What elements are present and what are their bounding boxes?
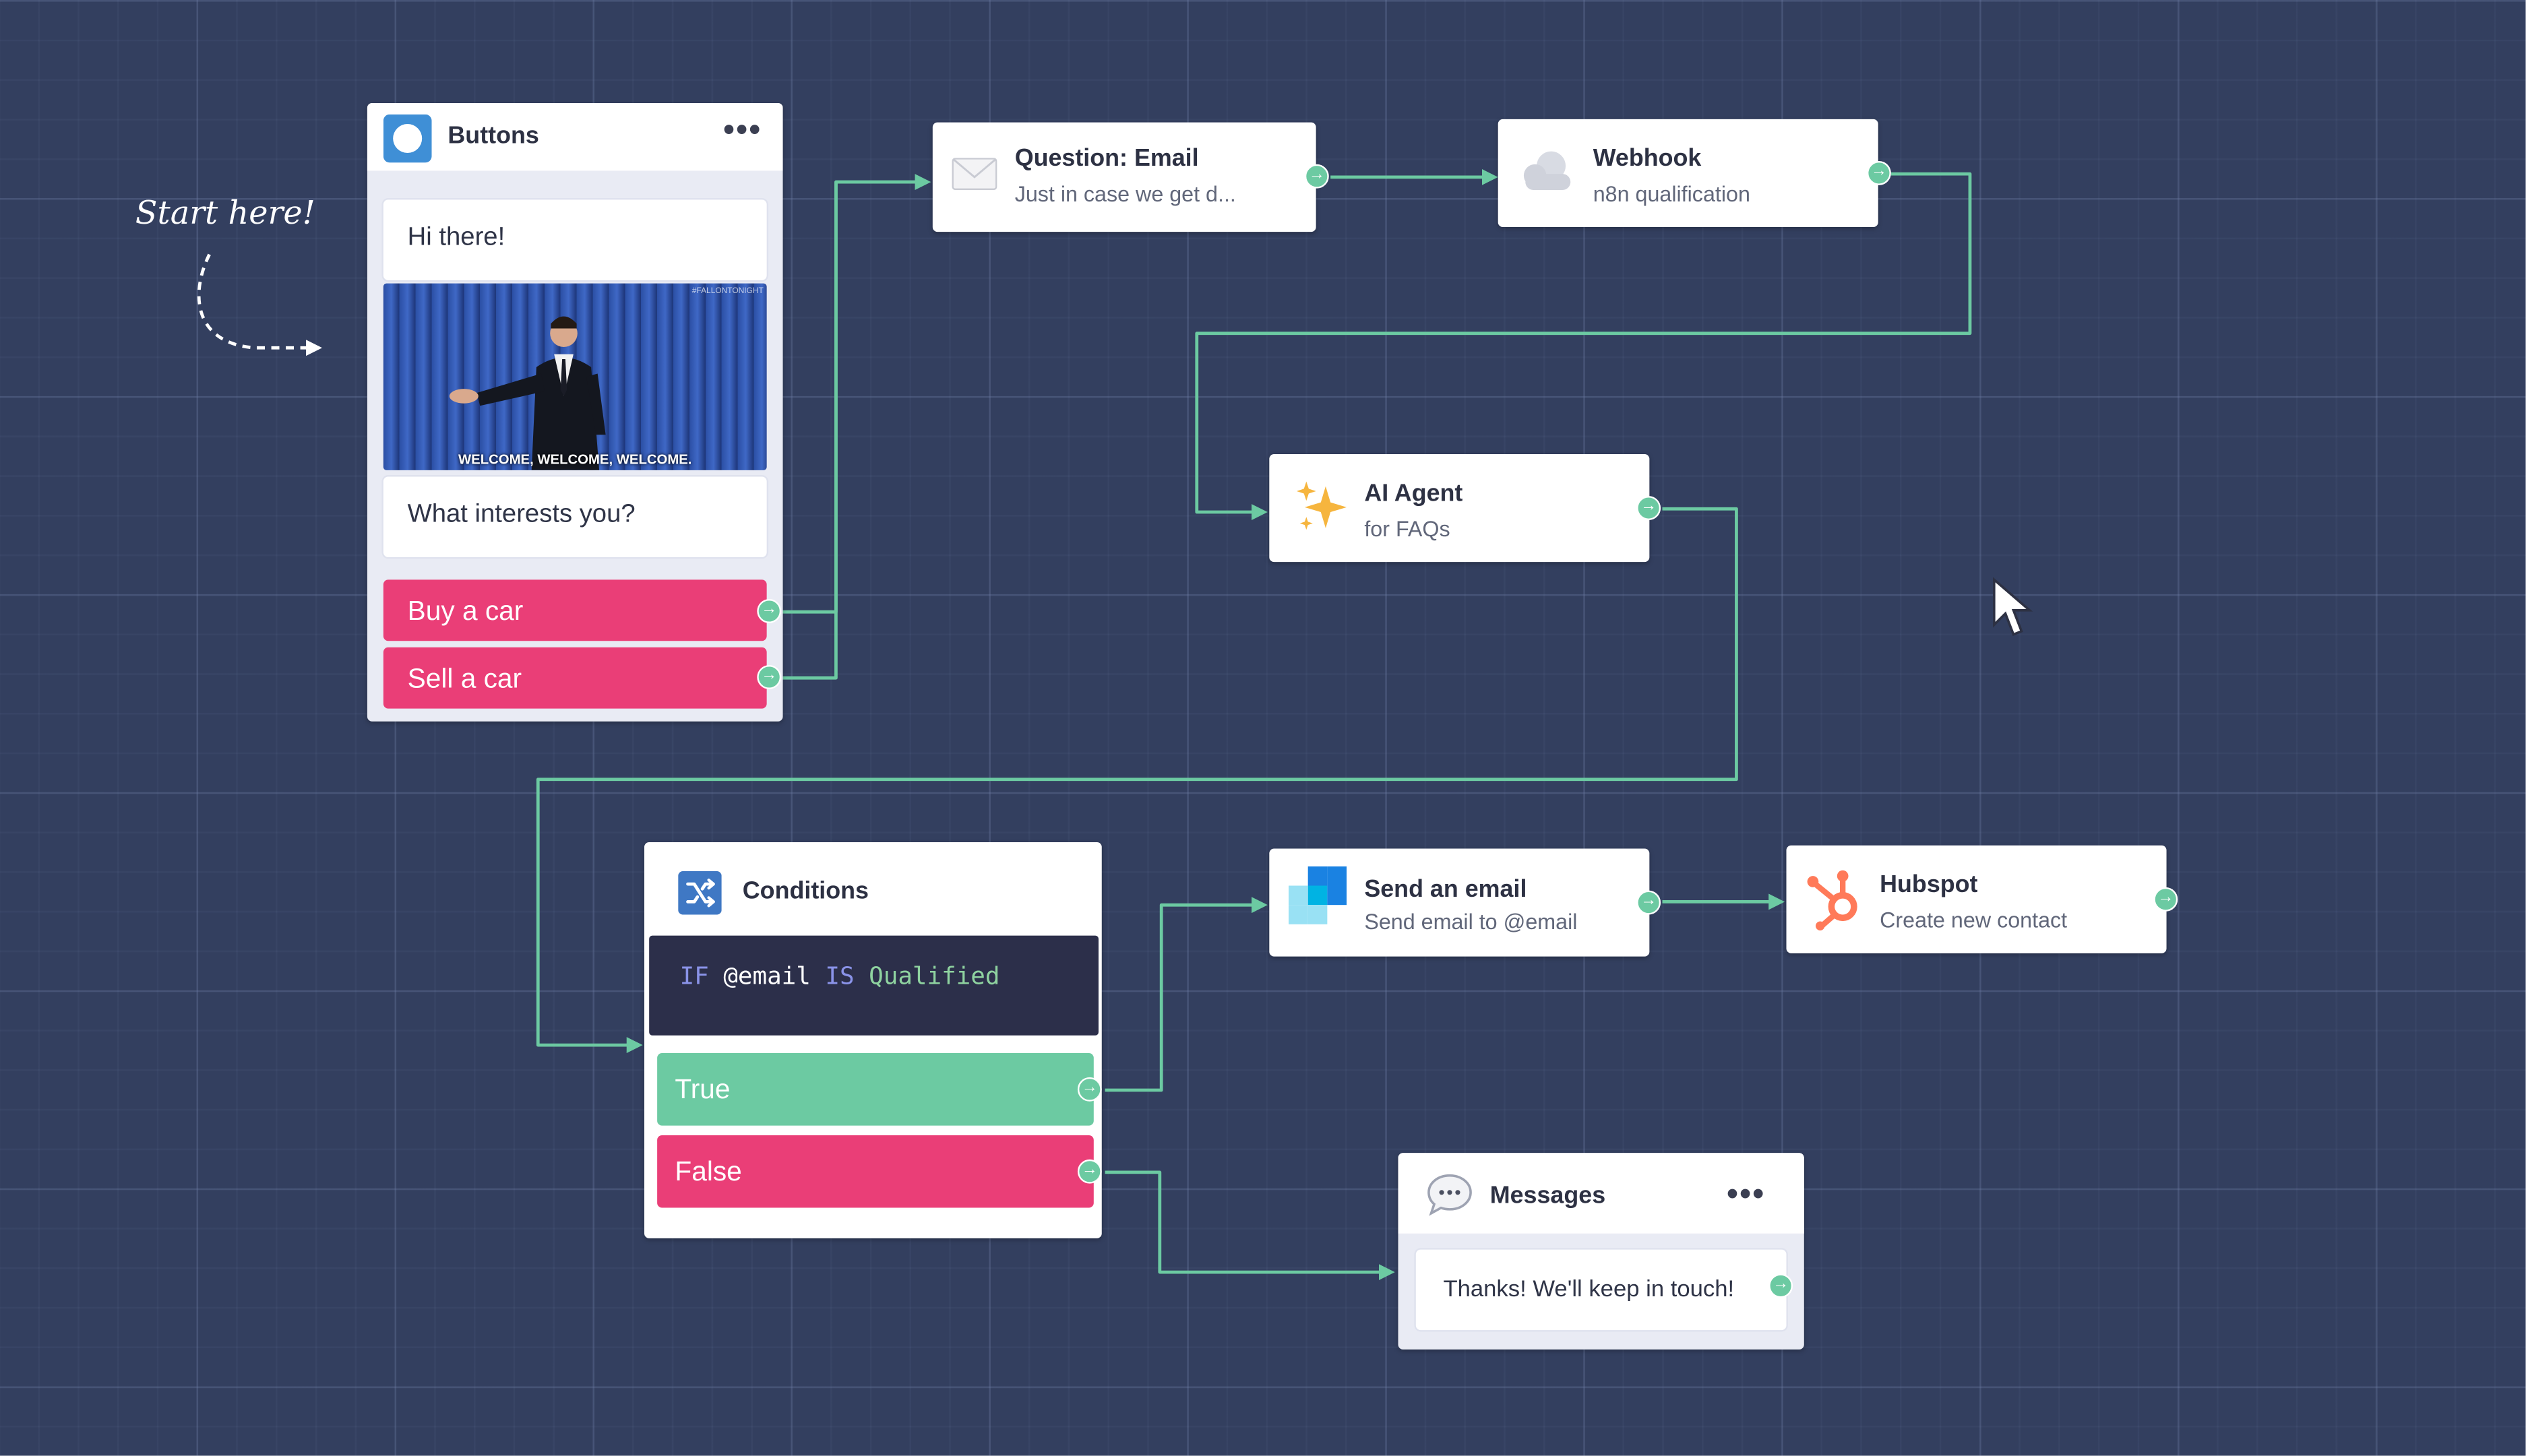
code-value: Qualified [869,961,1000,990]
send-email-node[interactable]: Send an email Send email to @email [1269,848,1650,957]
greeting-text: Hi there! [407,224,505,251]
hubspot-node[interactable]: Hubspot Create new contact [1786,845,2167,953]
ai-agent-node[interactable]: AI Agent for FAQs [1269,453,1650,563]
ai-agent-title: AI Agent [1364,480,1463,507]
conditions-title: Conditions [742,877,869,906]
messages-title: Messages [1489,1182,1606,1209]
buttons-block[interactable]: Buttons ••• Hi there! #FALLONTONIGHT WEL… [367,102,783,722]
hubspot-title: Hubspot [1880,871,1978,899]
message-bubble: Thanks! We'll keep in touch! [1415,1249,1787,1331]
edge-webhook-to-ai [1195,172,1972,520]
shuffle-icon [678,871,722,915]
edge-false-to-messages [1105,1170,1395,1281]
false-label: False [675,1156,742,1187]
send-email-output-port[interactable]: → [1636,890,1661,915]
option-sell-a-car[interactable]: Sell a car [383,647,767,709]
ai-agent-output-port[interactable]: → [1636,496,1661,520]
question-email-output-port[interactable]: → [1304,164,1329,189]
question-text: What interests you? [407,501,636,528]
webhook-subtitle: n8n qualification [1593,182,1750,206]
cloud-icon [1523,151,1571,191]
buttons-icon [383,114,432,163]
buy-output-port[interactable]: → [757,599,782,623]
code-variable: @email [723,961,811,990]
gif-watermark: #FALLONTONIGHT [691,286,764,296]
messages-node[interactable]: Messages ••• Thanks! We'll keep in touch… [1398,1153,1804,1350]
option-sell-label: Sell a car [407,663,522,695]
send-email-subtitle: Send email to @email [1364,910,1578,935]
send-email-title: Send an email [1364,876,1527,904]
start-annotation: Start here! [135,193,315,232]
mouse-cursor-icon [1993,577,2033,636]
webhook-node[interactable]: Webhook n8n qualification [1498,119,1878,227]
message-text: Thanks! We'll keep in touch! [1443,1277,1735,1303]
question-email-node[interactable]: Question: Email Just in case we get d... [932,122,1316,232]
start-arrow [197,253,323,356]
more-options-icon[interactable]: ••• [723,113,762,148]
hubspot-subtitle: Create new contact [1880,908,2068,932]
sendgrid-icon [1289,866,1347,924]
code-keyword-is: IS [825,961,855,990]
ai-agent-subtitle: for FAQs [1364,517,1450,542]
edge-buy-to-email [782,174,931,614]
messages-output-port[interactable]: → [1768,1273,1793,1298]
edge-true-to-send [1105,897,1268,1092]
sell-output-port[interactable]: → [757,665,782,689]
true-output-port[interactable]: → [1077,1077,1102,1102]
true-label: True [675,1074,731,1105]
envelope-icon [952,158,997,191]
gif-caption: WELCOME, WELCOME, WELCOME. [458,451,692,468]
code-keyword-if: IF [679,961,709,990]
condition-code-box: IF @email IS Qualified [649,935,1099,1036]
condition-false-branch[interactable]: False [657,1135,1094,1208]
buttons-block-header [367,102,783,171]
webhook-title: Webhook [1593,145,1702,172]
buttons-block-title: Buttons [448,122,539,150]
question-bubble: What interests you? [383,476,767,557]
chat-bubble-icon [1427,1174,1472,1216]
greeting-bubble: Hi there! [383,199,767,280]
sparkles-icon [1296,481,1347,530]
edge-ai-to-conditions [536,507,1738,1054]
messages-more-options-icon[interactable]: ••• [1727,1177,1766,1213]
webhook-output-port[interactable]: → [1867,161,1891,185]
question-email-subtitle: Just in case we get d... [1014,182,1236,206]
option-buy-label: Buy a car [407,596,524,627]
option-buy-a-car[interactable]: Buy a car [383,579,767,641]
condition-true-branch[interactable]: True [657,1053,1094,1126]
false-output-port[interactable]: → [1077,1159,1102,1184]
welcome-gif: #FALLONTONIGHT WELCOME, WELCOME, WELCOME… [383,283,767,470]
host-figure-icon [449,316,606,470]
hubspot-output-port[interactable]: → [2153,887,2178,912]
conditions-node[interactable]: Conditions IF @email IS Qualified True F… [644,842,1102,1238]
edge-sell-to-email [782,182,838,680]
question-email-title: Question: Email [1014,145,1199,172]
hubspot-icon [1807,870,1857,930]
